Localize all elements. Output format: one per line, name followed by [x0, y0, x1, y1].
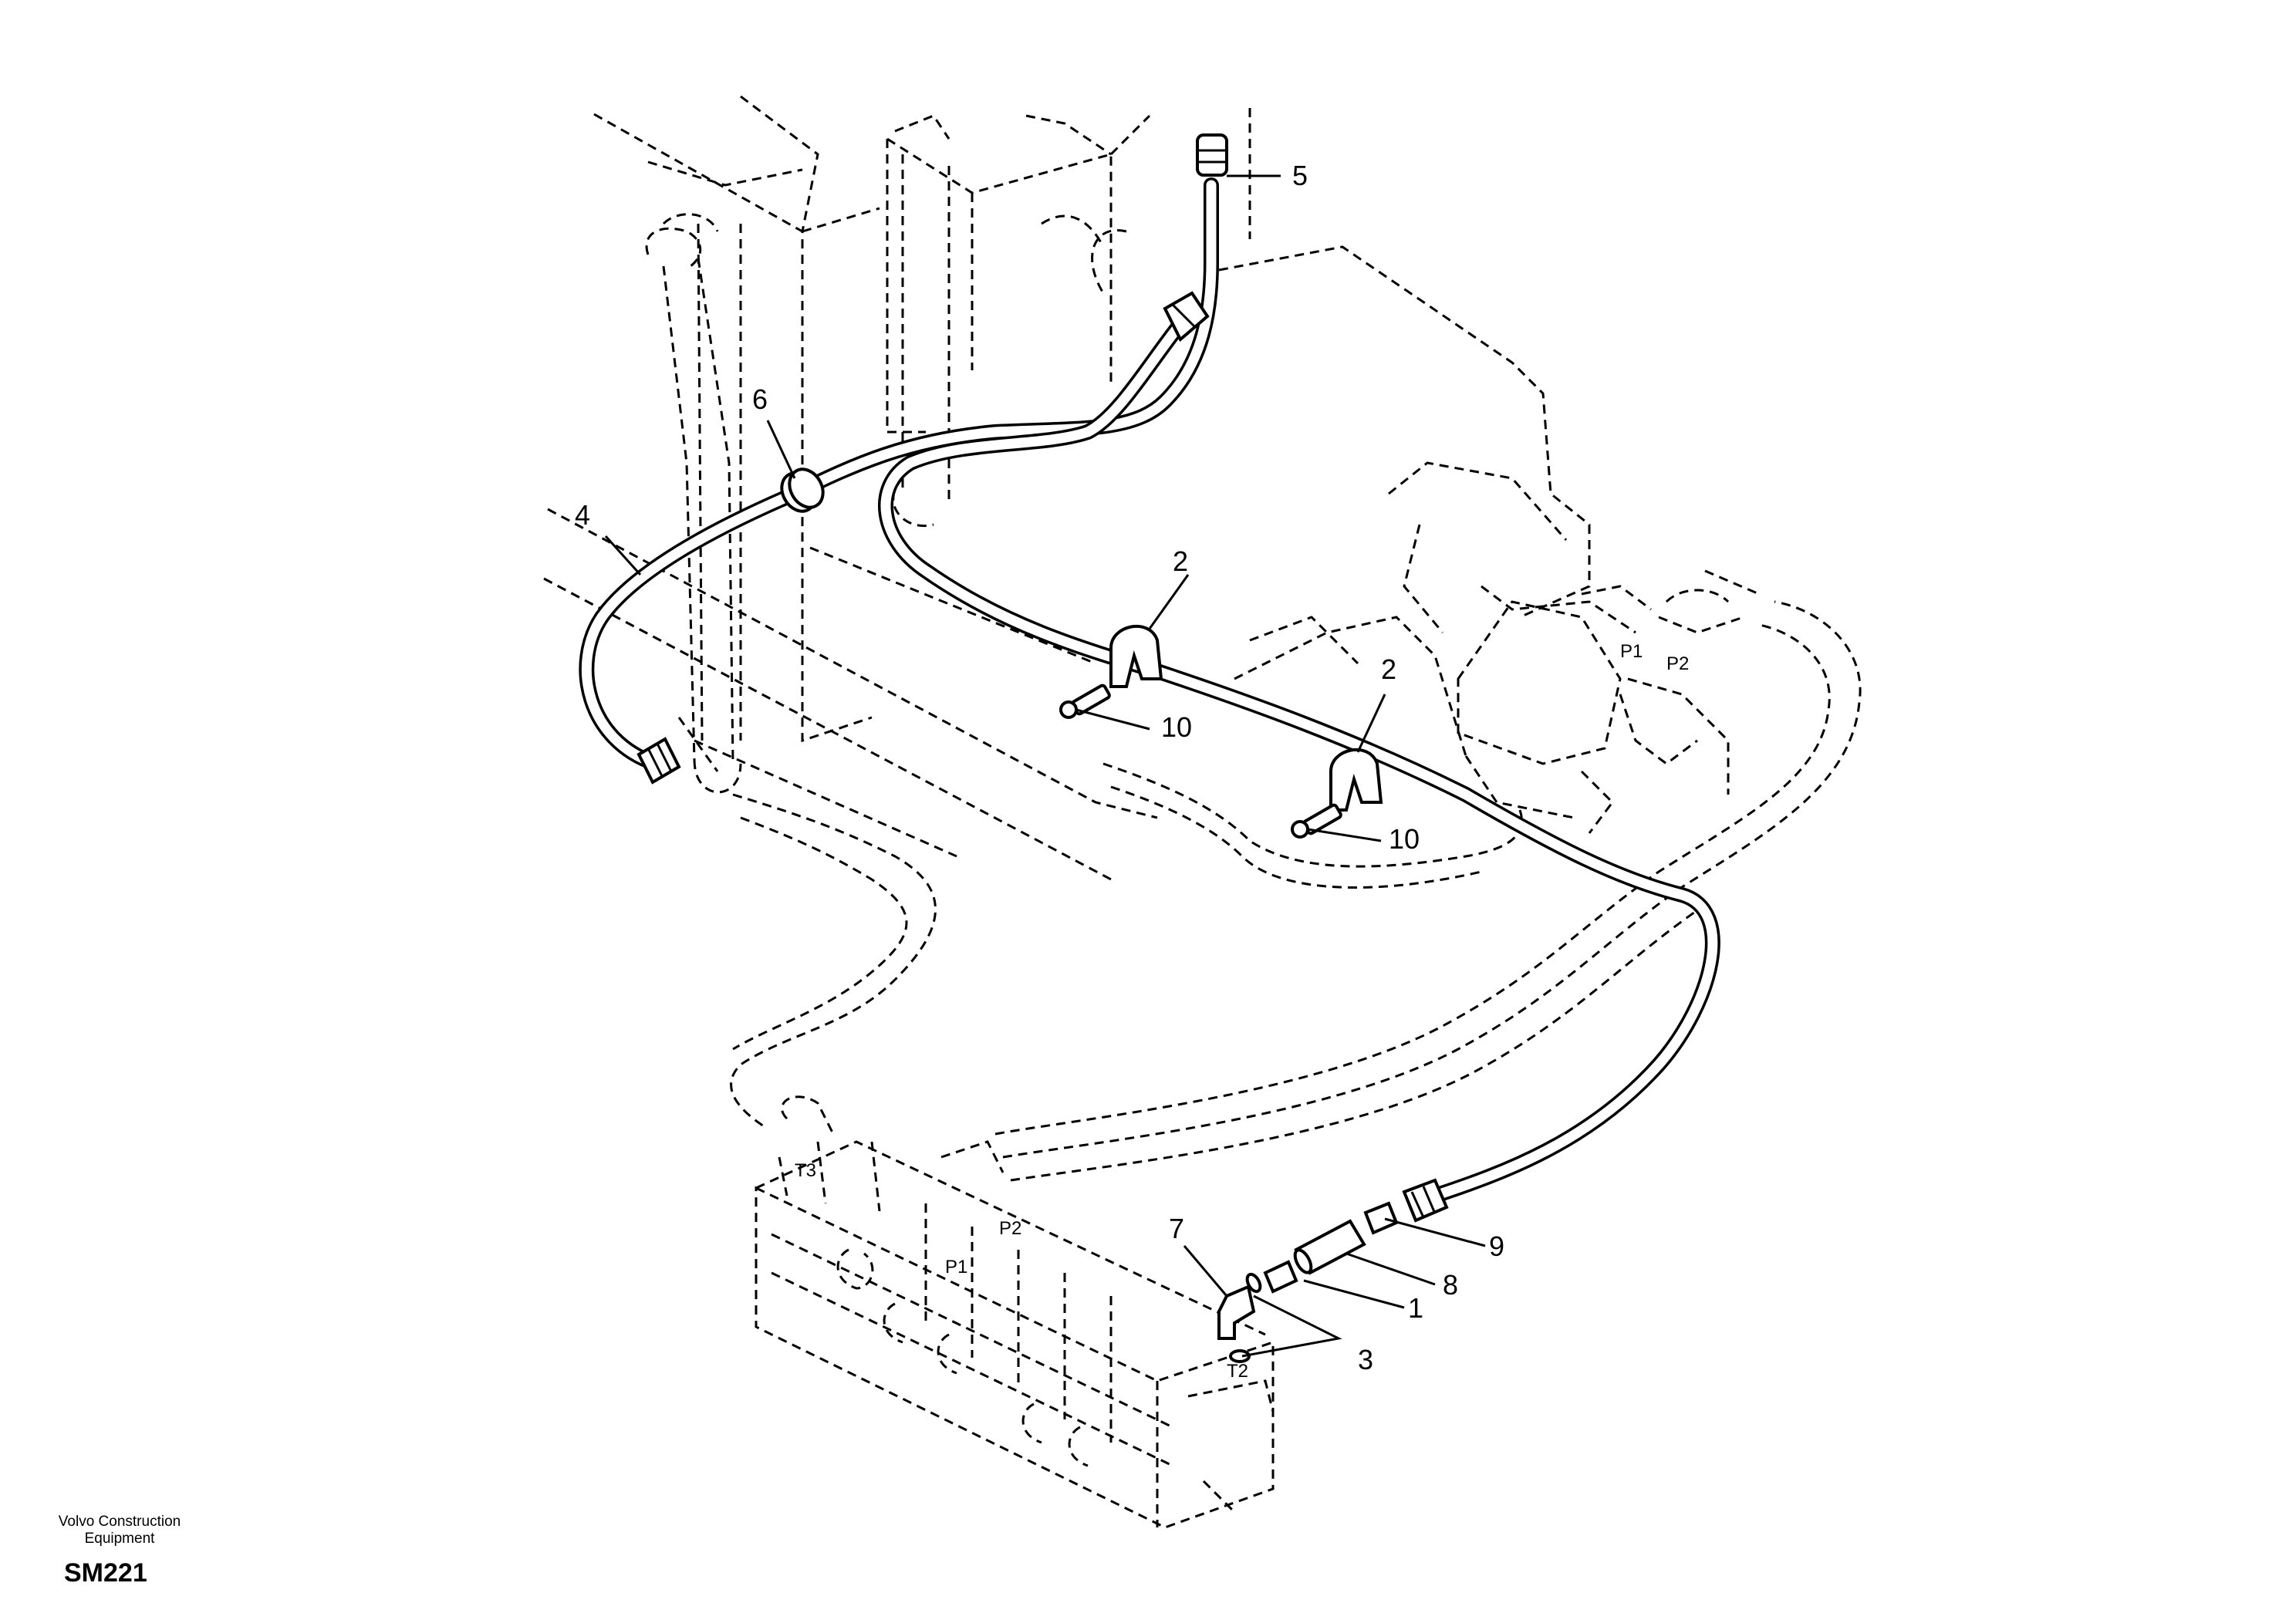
port-p2-valve: P2	[999, 1218, 1021, 1239]
port-p1-top: P1	[1620, 641, 1643, 662]
port-labels: P1 P2 T3 P2 P1 T2	[795, 641, 1689, 1382]
callout-8: 8	[1443, 1269, 1458, 1301]
background-structure	[543, 95, 1730, 881]
callout-3: 3	[1358, 1344, 1373, 1375]
callout-5: 5	[1292, 160, 1308, 191]
callout-4: 4	[575, 499, 590, 531]
company-name-line2: Equipment	[84, 1531, 155, 1547]
callout-10a: 10	[1161, 711, 1192, 743]
clamps-2-bolts-10	[1059, 625, 1383, 839]
hose-4-main	[579, 177, 1219, 771]
hidden-tubes	[645, 213, 1862, 1182]
callout-10b: 10	[1389, 823, 1420, 855]
callout-9: 9	[1489, 1230, 1504, 1262]
fitting-5	[1163, 133, 1228, 343]
callout-6: 6	[752, 383, 768, 415]
callout-labels: 5 6 4 2 2 10 10 7 9 8 1 3	[575, 160, 1504, 1375]
footer-block: Volvo Construction Equipment SM221	[31, 1514, 208, 1588]
hose-return	[878, 316, 1720, 1203]
leader-lines	[604, 174, 1486, 1358]
callout-2b: 2	[1381, 653, 1396, 685]
fitting-left	[636, 737, 681, 785]
sheet-code: SM221	[64, 1558, 147, 1588]
clamp-6	[780, 467, 825, 513]
port-p2-top: P2	[1666, 653, 1689, 674]
company-name-line1: Volvo Construction	[58, 1514, 181, 1530]
port-t3: T3	[795, 1160, 816, 1181]
callout-2a: 2	[1173, 545, 1188, 577]
fittings-lower	[1217, 1178, 1449, 1363]
callout-1: 1	[1408, 1292, 1423, 1324]
port-p1-valve: P1	[945, 1257, 967, 1277]
port-t2: T2	[1227, 1361, 1248, 1382]
callout-7: 7	[1169, 1213, 1184, 1244]
control-valve-block	[755, 1095, 1275, 1529]
